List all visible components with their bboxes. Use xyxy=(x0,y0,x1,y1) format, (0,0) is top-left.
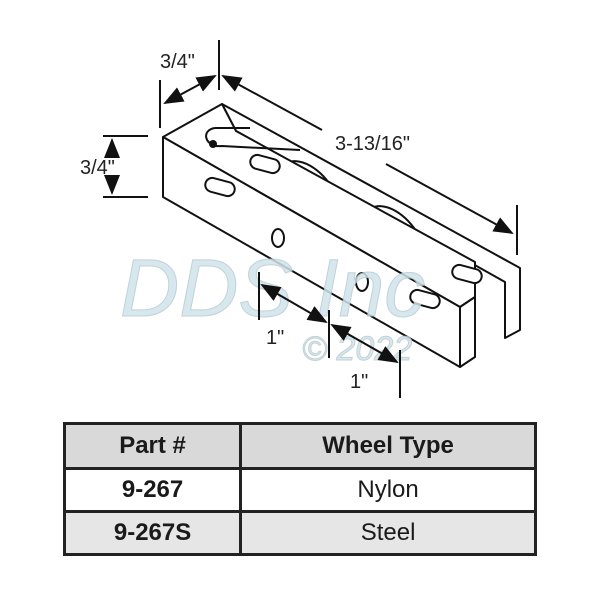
cell-part: 9-267S xyxy=(62,510,243,556)
cell-part: 9-267 xyxy=(62,467,243,513)
header-wheel-type: Wheel Type xyxy=(239,422,537,470)
cell-wheel-type: Steel xyxy=(239,510,537,556)
header-part: Part # xyxy=(62,422,243,470)
table-row: 9-267 Nylon xyxy=(62,467,537,513)
dimension-height: 3/4" xyxy=(80,157,115,179)
round-hole xyxy=(355,272,369,292)
watermark-brand: DDS Inc xyxy=(120,243,425,334)
cell-wheel-type: Nylon xyxy=(239,467,537,513)
slot-hole xyxy=(451,263,483,285)
dimension-wheel-spacing-1: 1" xyxy=(266,327,284,349)
rivet xyxy=(209,140,217,148)
roller-assembly-drawing: DDS Inc © 2022 3/4" 3/4" 3-13/16" 1" 1" xyxy=(80,40,521,398)
table-header-row: Part # Wheel Type xyxy=(62,422,537,470)
parts-table: Part # Wheel Type 9-267 Nylon 9-267S Ste… xyxy=(62,422,537,556)
table-row: 9-267S Steel xyxy=(62,510,537,556)
top-slot xyxy=(205,127,301,151)
slot-hole xyxy=(249,153,281,175)
watermark: DDS Inc © 2022 xyxy=(120,243,426,369)
slot-hole xyxy=(409,288,441,310)
dimension-length: 3-13/16" xyxy=(335,133,410,155)
front-bar-end xyxy=(459,296,476,368)
slot-hole xyxy=(204,176,236,198)
round-hole xyxy=(271,228,285,248)
dimension-depth: 3/4" xyxy=(160,51,195,73)
dimension-wheel-spacing-2: 1" xyxy=(350,371,368,393)
